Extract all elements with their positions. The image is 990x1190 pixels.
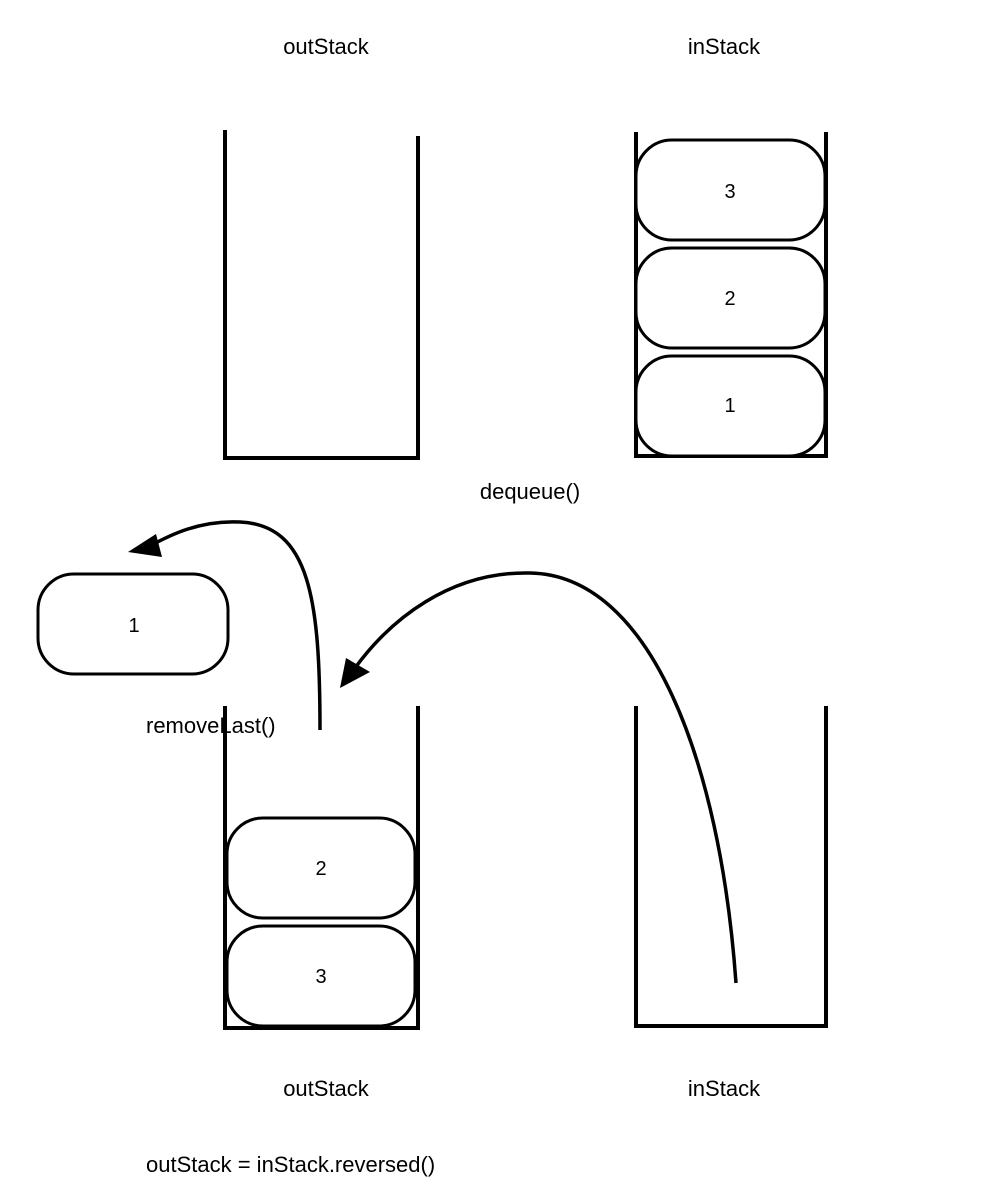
bottom-out-stack-item: 2 [225, 816, 417, 920]
remove-last-arrowhead [128, 534, 162, 557]
top-in-stack-item: 1 [634, 354, 827, 458]
item-value: 1 [128, 615, 139, 637]
remove-last-arrow [149, 520, 322, 731]
top-in-stack-item: 2 [634, 246, 827, 350]
transfer-arrow [353, 571, 738, 984]
item-value: 2 [315, 858, 326, 880]
caption: outStack = inStack.reversed() [146, 1152, 435, 1177]
top-in-stack-label: inStack [688, 34, 761, 59]
item-value: 3 [315, 966, 326, 988]
top-out-stack-container [223, 130, 420, 460]
bottom-in-stack-label: inStack [688, 1076, 761, 1101]
top-out-stack-label: outStack [283, 34, 370, 59]
top-in-stack-item: 3 [634, 138, 827, 242]
bottom-in-stack-container [634, 706, 828, 1028]
remove-last-label: removeLast() [146, 713, 276, 738]
removed-item: 1 [36, 572, 230, 676]
item-value: 2 [724, 288, 735, 310]
operation-label: dequeue() [480, 479, 580, 504]
item-value: 1 [724, 395, 735, 417]
bottom-out-stack-container [223, 706, 420, 1030]
transfer-arrowhead [340, 658, 370, 688]
bottom-out-stack-label: outStack [283, 1076, 370, 1101]
item-value: 3 [724, 181, 735, 203]
bottom-out-stack-item: 3 [225, 924, 417, 1028]
